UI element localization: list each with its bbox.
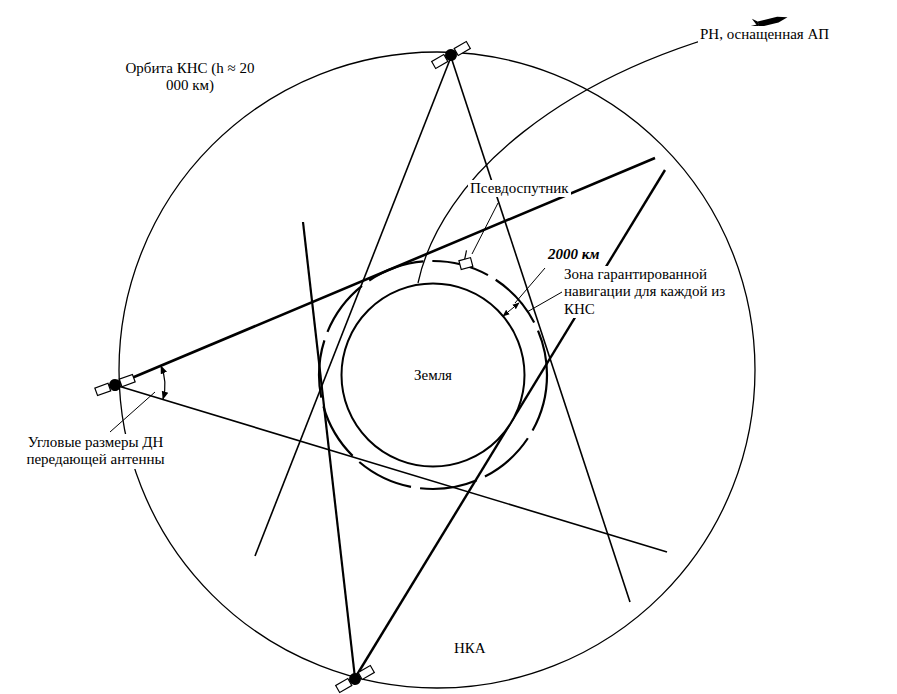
vehicle-label: РН, оснащенная АП — [698, 26, 831, 43]
satellite-label: НКА — [452, 640, 488, 657]
dimension-label: 2000 км — [546, 246, 602, 263]
beam-angle-label: Угловые размеры ДН передающей антенны — [6, 434, 185, 469]
orbit-label: Орбита КНС (h ≈ 20 000 км) — [118, 60, 262, 95]
node-label: Земля — [414, 367, 452, 384]
pseudolite-label: Псевдоспутник — [468, 180, 571, 197]
earth-circle: Земля — [340, 282, 526, 468]
zone-label: Зона гарантированной навигации для каждо… — [562, 266, 736, 318]
